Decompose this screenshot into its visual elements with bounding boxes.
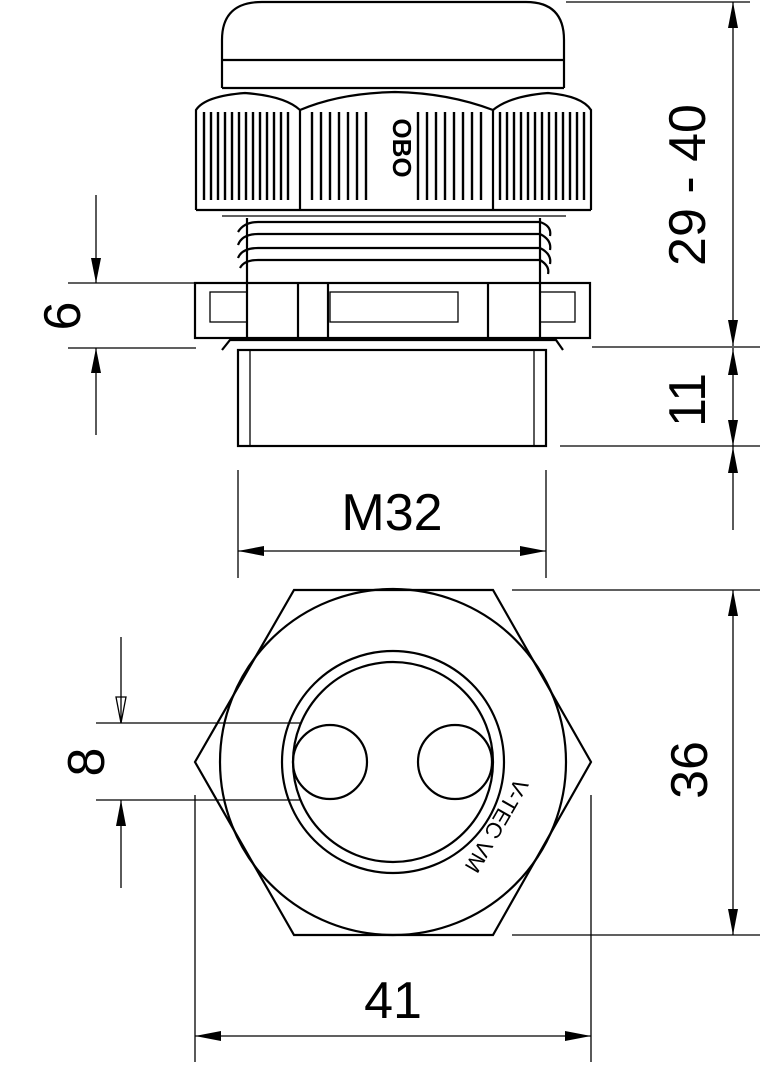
cable-hole-left (291, 723, 369, 801)
dimension-hex-flats: 36 (661, 741, 719, 799)
dimension-body-height: 11 (659, 373, 717, 427)
hex-corners-dimension (194, 795, 592, 1062)
seal-circle (280, 649, 506, 875)
brand-marking: OBO (387, 118, 417, 177)
hex-outline (193, 588, 593, 937)
threaded-body (221, 338, 564, 448)
right-dimensions (560, 1, 760, 530)
hex-flats-dimension (512, 589, 760, 936)
hole-dimension (96, 637, 300, 888)
dimension-hole-diameter: 8 (58, 748, 116, 777)
knurl-lines (202, 112, 586, 200)
insert-circle (291, 660, 495, 864)
dimension-locknut-height: 6 (34, 302, 92, 331)
top-view: V-TEC VM 36 41 8 (58, 587, 760, 1062)
dome-cap (220, 0, 566, 88)
body-circle (218, 587, 568, 937)
cable-hole-right (416, 723, 494, 801)
cap-nut (194, 90, 593, 217)
side-view: OBO (34, 0, 760, 578)
dimension-thread: M32 (341, 484, 442, 542)
thread-dimension (237, 470, 547, 578)
dimension-hex-corners: 41 (364, 972, 422, 1030)
lock-nut (193, 281, 592, 340)
dimension-side-range: 29 - 40 (659, 104, 717, 266)
thread-section (236, 218, 552, 282)
left-dimensions (68, 195, 196, 435)
